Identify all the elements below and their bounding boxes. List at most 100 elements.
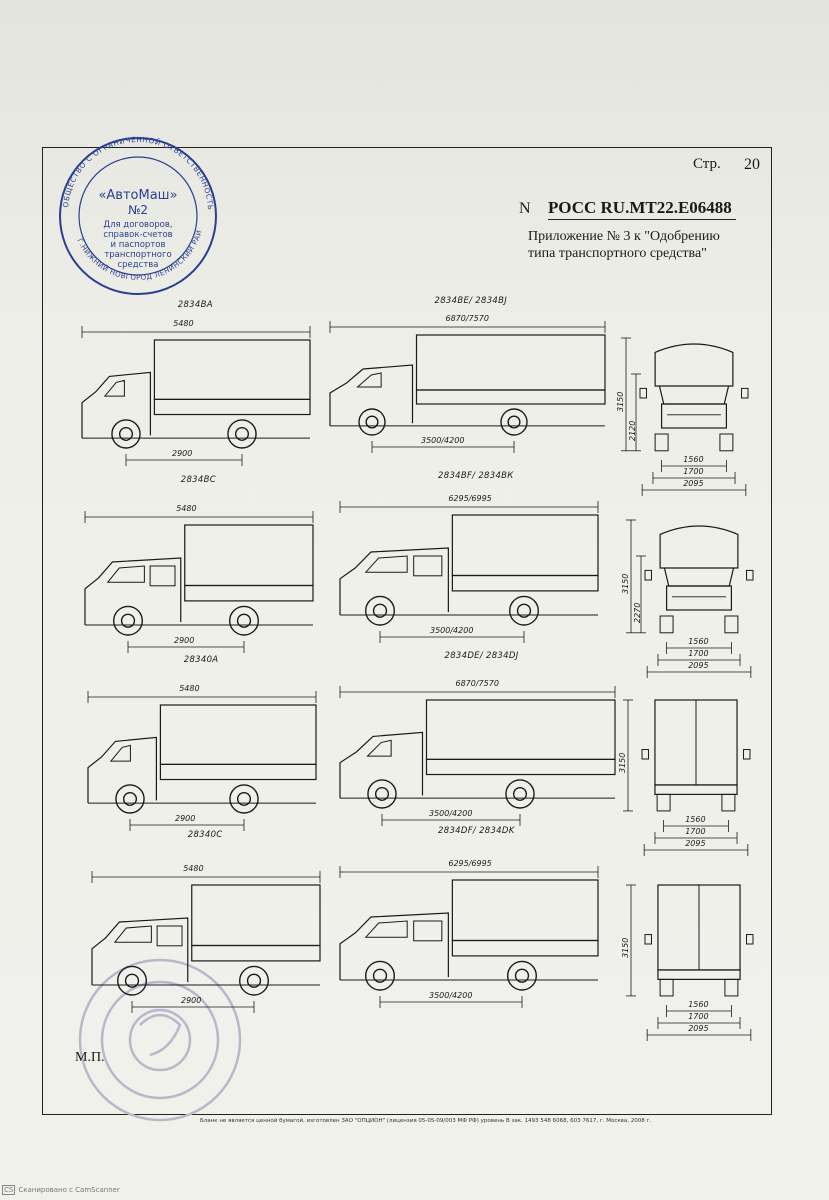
rear-cab-window <box>413 555 443 577</box>
tarp-front <box>654 343 734 387</box>
page-label: Стр. <box>693 156 721 172</box>
height-total-value: 3150 <box>621 937 630 959</box>
rear-hub <box>507 415 521 429</box>
left-wheelbase-value: 2900 <box>181 996 202 1005</box>
front-hub <box>365 415 379 429</box>
print-footnote: Бланк не является ценной бумагой, изгото… <box>200 1118 652 1124</box>
rear-cab-window <box>156 925 183 947</box>
windshield <box>658 385 730 405</box>
cab-outline <box>339 731 424 799</box>
left-model-label: 2834ВА <box>177 300 213 310</box>
height-total-value: 3150 <box>618 752 627 774</box>
body-width-value: 1700 <box>688 1012 709 1021</box>
mid-length-value: 6295/6995 <box>448 859 492 868</box>
total-width-value: 2095 <box>688 661 709 670</box>
rear-wheel <box>227 419 257 449</box>
cab-outline <box>339 912 449 980</box>
mid-length-value: 6870/7570 <box>445 314 489 323</box>
track-value: 1560 <box>688 1000 709 1009</box>
left-mirror <box>644 569 652 581</box>
rear-cab-window <box>149 565 176 587</box>
rear-hub <box>234 426 250 441</box>
cab-window <box>366 739 392 757</box>
rear-hub <box>236 791 252 806</box>
cab-outline <box>91 917 189 985</box>
front-hub <box>120 613 136 628</box>
mid-wheelbase-value: 3500/4200 <box>429 809 473 818</box>
front-wheel <box>112 605 143 636</box>
front-hub <box>124 973 140 988</box>
cab-outline <box>81 371 151 439</box>
front-hub <box>118 426 134 441</box>
scanner-watermark: CS Сканировано с CamScanner <box>2 1185 120 1195</box>
track-value: 1560 <box>683 455 704 464</box>
mid-length-value: 6295/6995 <box>448 494 492 503</box>
rear-wheel <box>509 595 540 626</box>
stamp-purpose-5: средства <box>117 260 158 270</box>
track-value: 1560 <box>685 815 706 824</box>
tarp-body <box>451 879 599 942</box>
right-tyre <box>724 615 739 634</box>
tarp-front <box>659 525 739 569</box>
right-mirror <box>746 934 754 945</box>
stamp-purpose-3: и паспортов <box>111 240 166 250</box>
left-model-label: 2834ВС <box>180 475 216 485</box>
left-mirror <box>639 387 647 399</box>
appendix-title: Приложение № 3 к "Одобрению типа транспо… <box>528 228 768 262</box>
cargo-bed <box>425 758 616 776</box>
track-value: 1560 <box>688 637 709 646</box>
cargo-bed <box>191 944 321 962</box>
right-mirror <box>746 569 754 581</box>
rear-hub <box>236 613 252 628</box>
tarp-body <box>451 514 599 577</box>
left-wheelbase-value: 2900 <box>175 814 196 823</box>
cargo-bed <box>184 584 314 602</box>
seal-placeholder-label: М.П. <box>75 1050 105 1065</box>
certificate-number: РОСС RU.MT22.E06488 <box>548 198 736 220</box>
height-cab-value: 2270 <box>633 602 642 624</box>
right-tyre <box>719 433 734 452</box>
mid-model-label: 2834DE/ 2834DJ <box>444 651 519 661</box>
cargo-bed <box>153 398 311 416</box>
cab-outline <box>339 547 449 615</box>
cab-outline <box>84 557 182 625</box>
right-tyre <box>724 978 739 997</box>
cargo-bed <box>451 574 599 592</box>
height-cab-value: 2120 <box>628 420 637 442</box>
cab-window <box>109 744 131 762</box>
height-total-value: 3150 <box>616 392 625 413</box>
left-model-label: 28340С <box>187 830 223 840</box>
body-width-value: 1700 <box>683 467 704 476</box>
rear-hub <box>246 973 262 988</box>
tarp-body <box>425 699 616 761</box>
front-wheel <box>365 960 396 991</box>
mid-model-label: 2834ВF/ 2834ВК <box>438 471 514 481</box>
mid-wheelbase-value: 3500/4200 <box>430 626 474 635</box>
rear-wheel <box>500 408 528 436</box>
appendix-line-1: Приложение № 3 к "Одобрению <box>528 229 720 244</box>
rear-bumper <box>654 784 738 796</box>
grille-area <box>665 585 732 611</box>
cab-window <box>106 565 145 583</box>
tarp-body <box>184 524 314 587</box>
cargo-bed <box>159 763 317 781</box>
stamp-company-name: «АвтоМаш» <box>98 188 177 203</box>
front-wheel <box>116 965 147 996</box>
rear-wheel <box>238 965 269 996</box>
left-wheelbase-value: 2900 <box>174 636 195 645</box>
cab-outline <box>87 736 157 804</box>
total-width-value: 2095 <box>685 839 706 848</box>
rear-wheel <box>507 960 538 991</box>
rear-cab-window <box>413 920 443 942</box>
front-wheel <box>111 419 141 449</box>
rear-wheel <box>228 605 259 636</box>
rear-hub <box>514 968 530 983</box>
front-wheel <box>365 595 396 626</box>
cab-window <box>113 925 152 943</box>
mid-model-label: 2834DF/ 2834DK <box>438 826 515 836</box>
front-wheel <box>115 784 145 814</box>
front-wheel <box>358 408 386 436</box>
